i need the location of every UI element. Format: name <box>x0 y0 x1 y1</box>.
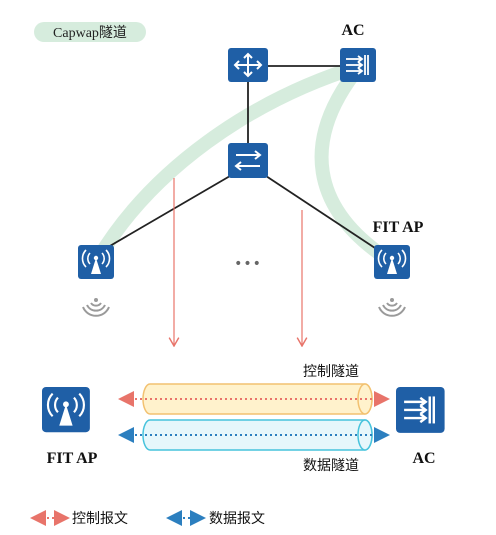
more-aps-ellipsis: ••• <box>234 256 262 272</box>
fit-ap-label-bottom: FIT AP <box>47 450 98 467</box>
control-tunnel-label: 控制隧道 <box>303 364 359 380</box>
network-links <box>102 65 379 251</box>
capwap-tunnel-left <box>89 59 367 269</box>
capwap-legend-swatch <box>34 22 146 42</box>
ac-icon-bottom <box>394 385 446 435</box>
wifi-signal-right-icon <box>378 297 406 317</box>
ap-icon-bottom <box>40 385 91 434</box>
ac-label-bottom: AC <box>412 450 435 467</box>
capwap-legend-label: Capwap隧道 <box>53 25 127 41</box>
legend-data-label: 数据报文 <box>209 511 265 527</box>
ap-icon-left <box>77 244 115 280</box>
data-tunnel-label: 数据隧道 <box>303 458 359 474</box>
ac-label-top: AC <box>341 22 364 39</box>
ap-icon-right <box>373 244 411 280</box>
ac-icon-top <box>339 47 377 83</box>
fit-ap-label-top: FIT AP <box>373 219 424 236</box>
router-icon <box>228 48 268 82</box>
control-tunnel <box>142 383 373 415</box>
legend-control-label: 控制报文 <box>72 511 128 527</box>
switch-icon <box>228 143 268 178</box>
wifi-signal-left-icon <box>82 297 110 317</box>
data-tunnel <box>142 419 373 451</box>
